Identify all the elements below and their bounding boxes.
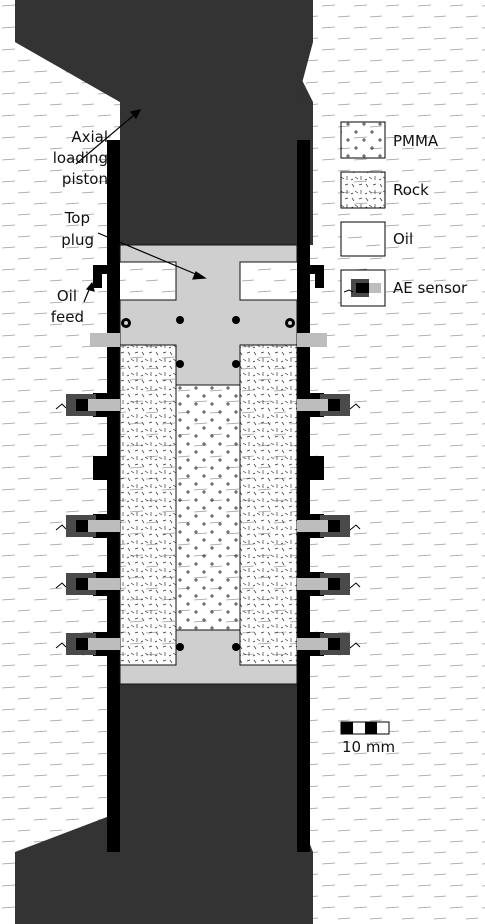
feedthrough-left — [93, 456, 109, 480]
ae-sensor-left-4 — [55, 633, 120, 655]
label-oil-feed-2: feed — [51, 308, 84, 326]
label-piston-2: loading — [53, 149, 108, 167]
legend-label-ae-sensor: AE sensor — [393, 279, 468, 297]
feedthrough-right — [308, 456, 324, 480]
rock-left — [119, 344, 177, 666]
label-plug-2: plug — [61, 231, 94, 249]
bottom-plug — [119, 629, 298, 685]
label-plug-1: Top — [64, 209, 90, 227]
scale-bar-label: 10 mm — [342, 738, 395, 756]
callout-arrows — [75, 109, 207, 303]
ae-sensor-right-2 — [297, 515, 361, 537]
legend-label-pmma: PMMA — [393, 132, 439, 150]
legend-swatch-pmma — [340, 121, 386, 159]
o-rings — [121, 316, 295, 651]
scale-bar: 10 mm — [340, 721, 395, 756]
ae-sensor-left-3 — [55, 573, 120, 595]
feed-pipe-right — [297, 333, 327, 347]
ae-sensor-right-4 — [297, 633, 361, 655]
label-piston-3: piston — [62, 170, 108, 188]
feed-pipe-left — [90, 333, 120, 347]
legend-label-rock: Rock — [393, 181, 429, 199]
legend: PMMA Rock Oil AE sensor — [340, 121, 468, 307]
legend-swatch-oil — [340, 221, 386, 257]
legend-label-oil: Oil — [393, 230, 413, 248]
ae-sensor-left-2 — [55, 515, 120, 537]
label-oil-feed-1: Oil — [57, 287, 77, 305]
ae-sensor-right-1 — [297, 394, 361, 416]
ae-sensor-left-1 — [55, 394, 120, 416]
lower-piston — [15, 684, 313, 924]
rock-right — [239, 344, 298, 666]
upper-piston-body — [15, 0, 313, 245]
ae-sensors — [55, 394, 361, 655]
legend-swatch-rock — [340, 171, 386, 209]
pmma-core — [175, 384, 241, 631]
ae-sensor-right-3 — [297, 573, 361, 595]
label-piston-1: Axial — [71, 128, 108, 146]
